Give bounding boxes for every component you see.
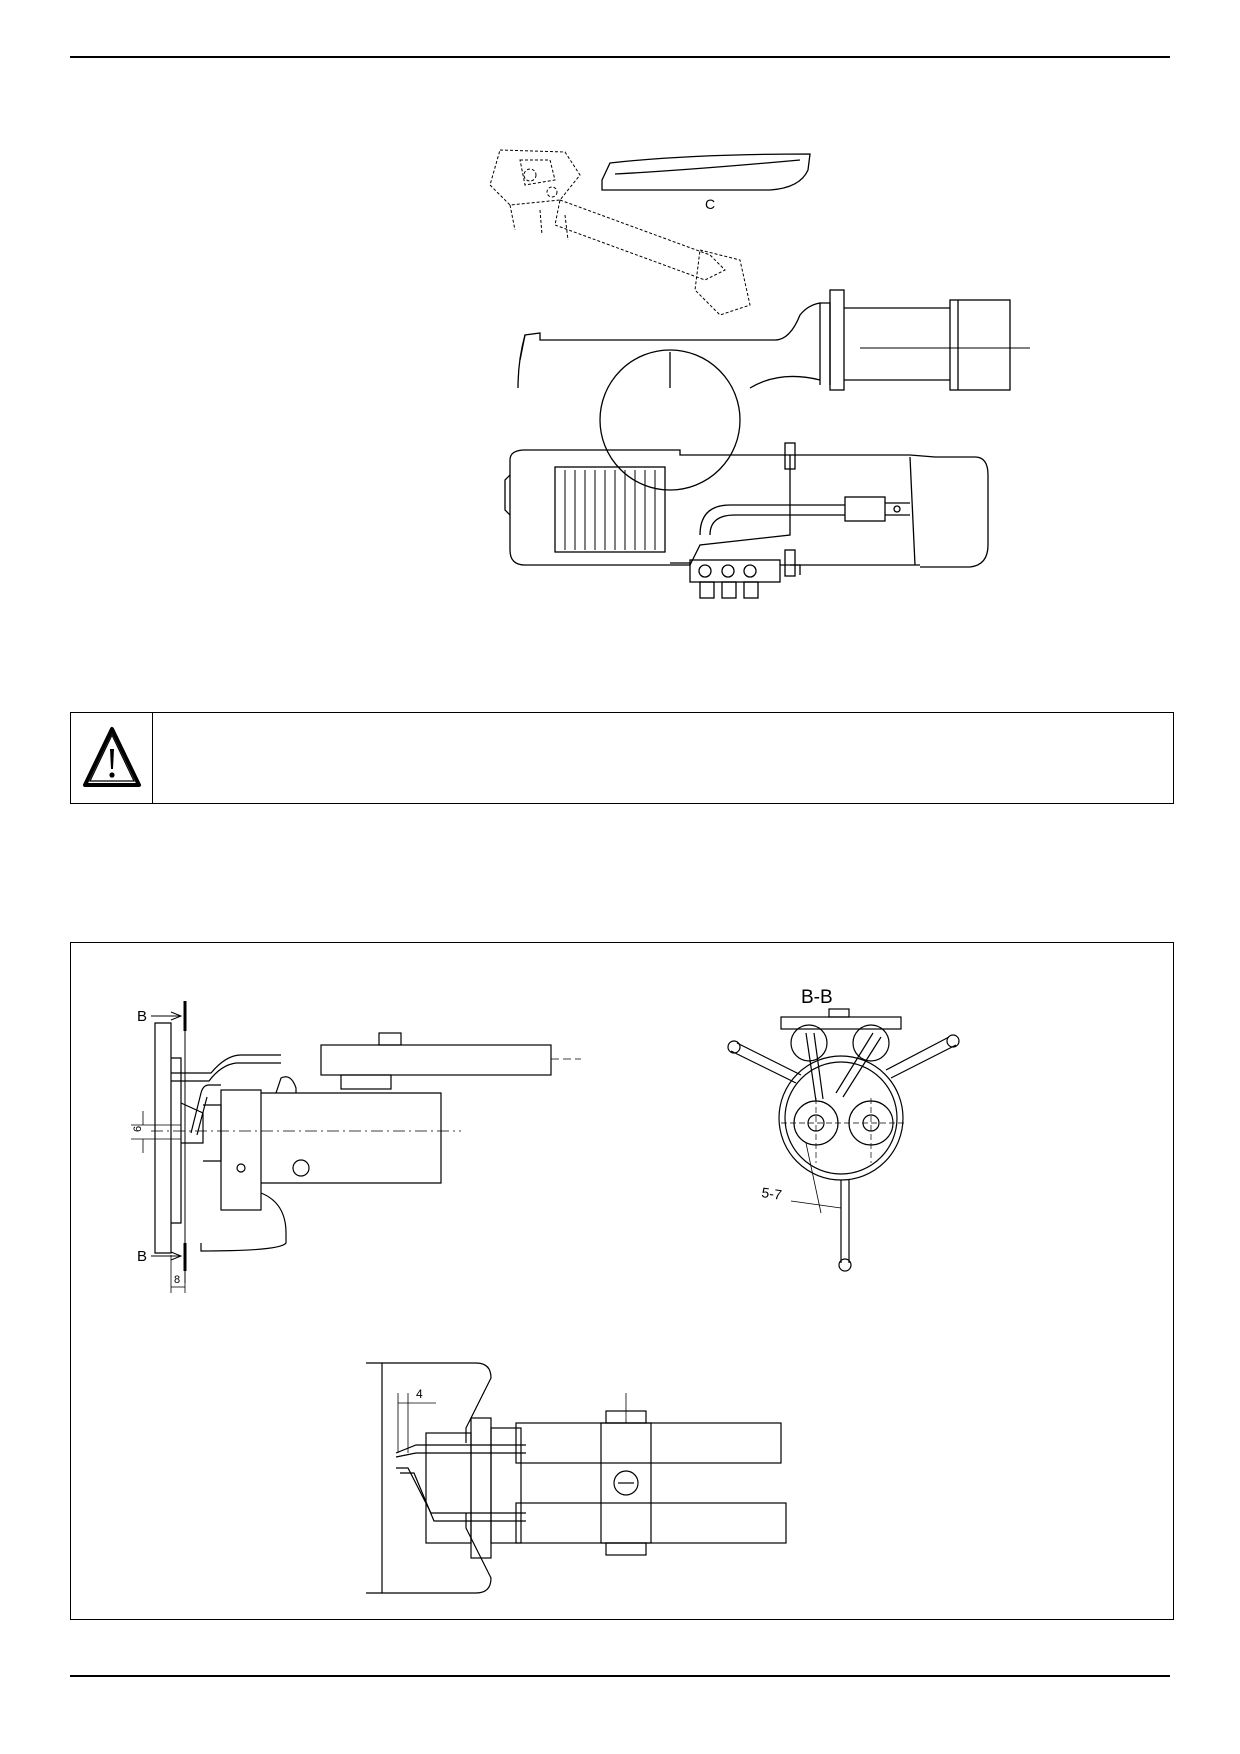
insulator-upper — [515, 1422, 782, 1464]
burner-head — [949, 299, 1011, 391]
dim-top-view-4: 4 — [416, 1387, 423, 1401]
dim-vertical-6: 6 — [132, 1126, 144, 1132]
burner-head-section — [909, 454, 989, 568]
electrode-top-view: 4 — [366, 1362, 787, 1594]
section-marker-top: B — [137, 1008, 147, 1025]
dim-horizontal-8: 8 — [174, 1274, 180, 1286]
warning-icon-cell — [71, 713, 153, 803]
footer-rule — [70, 1675, 1170, 1677]
warning-box — [70, 712, 1174, 804]
warning-triangle-icon — [83, 727, 141, 787]
burner-head-ring — [778, 1055, 904, 1181]
electrode-upper — [395, 1444, 526, 1454]
warning-text — [153, 713, 1173, 803]
dim-angle-5-7: 5-7 — [761, 1184, 783, 1203]
section-title: B-B — [801, 987, 833, 1008]
cover-label: C — [705, 196, 715, 212]
section-bb-view: B-B 5-7 — [727, 987, 960, 1272]
electrode-insulator — [320, 1044, 552, 1076]
electrode-lower — [396, 1467, 526, 1514]
burner-disassembly-drawing: C — [489, 149, 1030, 491]
burner-section-drawing — [504, 442, 989, 599]
valve-block — [689, 559, 781, 583]
electrode-rod-right — [835, 1032, 882, 1098]
fan-housing — [509, 449, 791, 566]
blast-tube — [820, 302, 831, 385]
burner-housing — [519, 302, 821, 385]
electrode-tip — [190, 1084, 221, 1134]
section-marker-bottom: B — [137, 1248, 147, 1265]
header-rule — [70, 56, 1170, 58]
electrode-rod-left — [805, 1032, 824, 1102]
electrode-side-view: B B 6 8 — [131, 1001, 581, 1293]
fan-impeller — [554, 466, 666, 553]
electrode-figure-frame: B B 6 8 B-B — [70, 942, 1174, 1620]
cover-part-c — [601, 153, 811, 191]
